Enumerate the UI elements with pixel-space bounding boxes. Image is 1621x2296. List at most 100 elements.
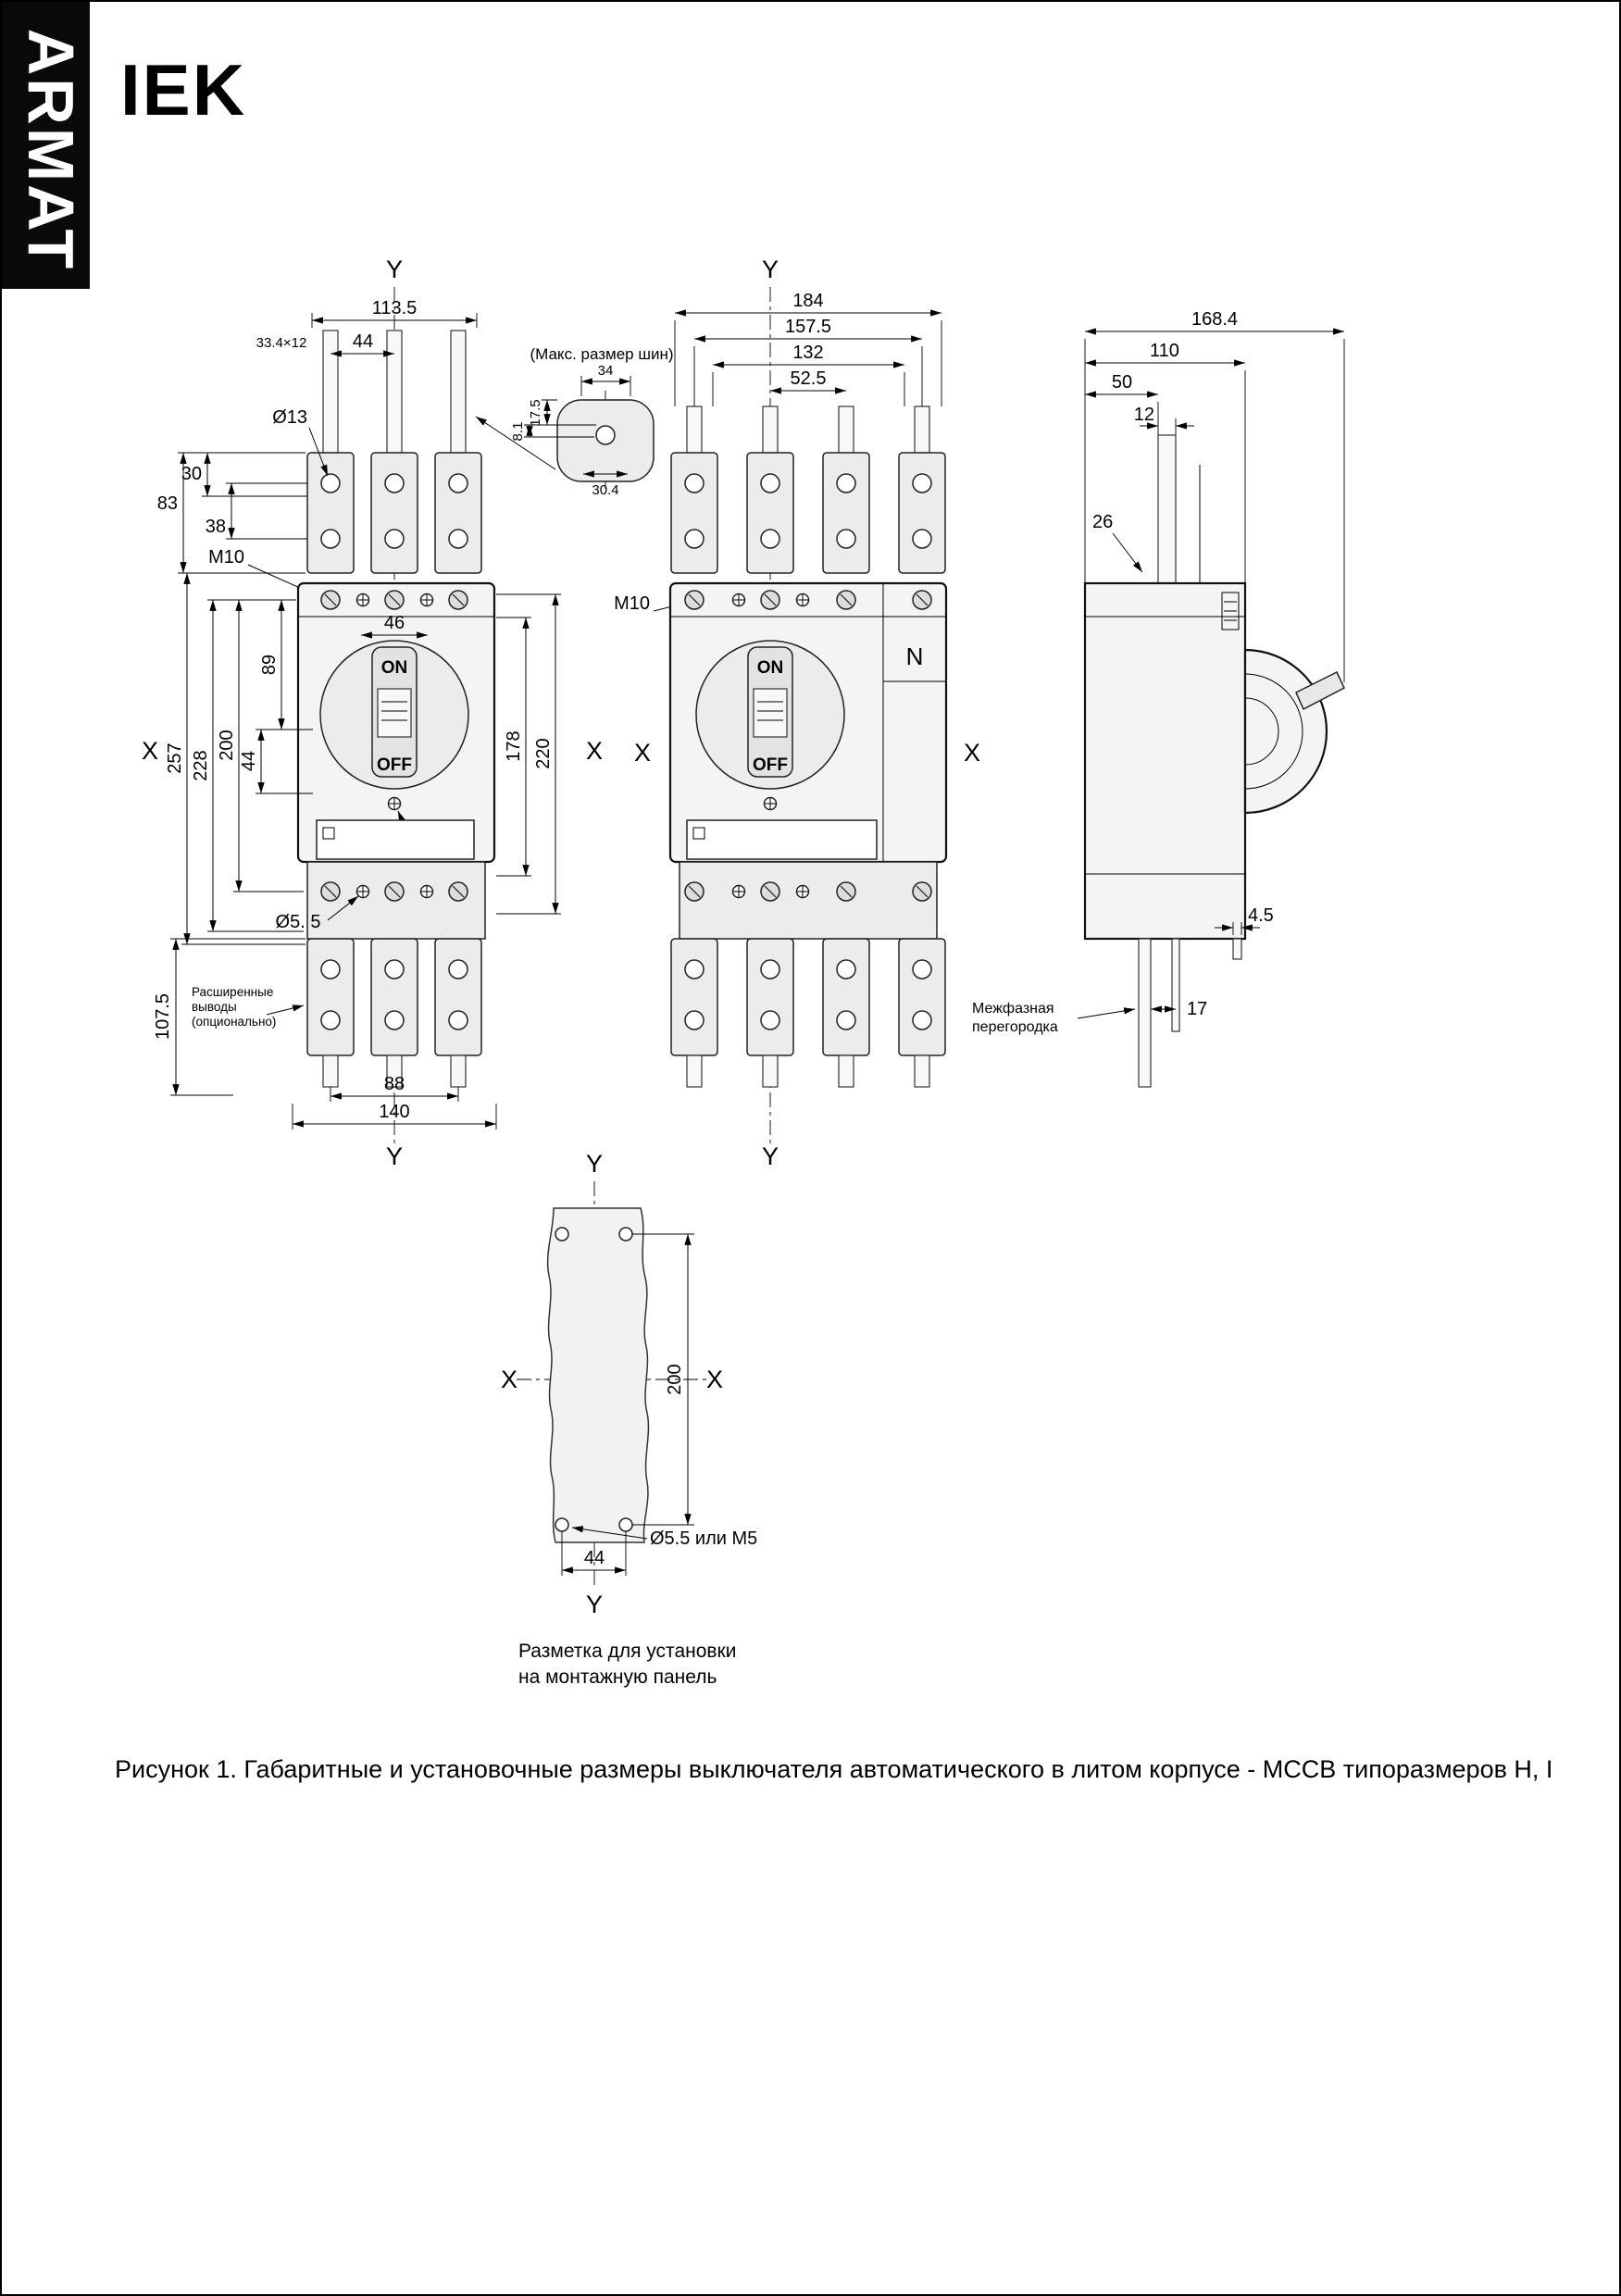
dim-140: 140 [292,1102,497,1129]
off-label: OFF [753,755,788,775]
axis-label-x-left: X [142,737,158,765]
axis-label-y-top: Y [762,256,779,283]
dim-label: 46 [384,613,405,633]
dim-label: 30 [181,464,202,484]
dim-label: 178 [504,730,524,761]
dim-label: 34 [598,363,614,379]
top-busbars [686,406,930,454]
on-label: ON [381,658,408,678]
dim-46: 46 [361,613,428,639]
dim-17: 17 [1151,999,1207,1019]
axis-label-y-top: Y [386,256,403,283]
dims-terminal-left: 83 30 38 M10 [157,452,319,597]
handle-bulge [1243,648,1345,815]
dim-8-1: 8.1 [510,422,594,441]
dim-label: Ø5. 5 [276,912,321,932]
dim-52-5: 52.5 [770,368,846,394]
dim-hole-mount: Ø5.5 или M5 [571,1526,757,1549]
armat-logo-text: ARMAT [15,29,87,272]
dim-label: 83 [157,493,178,514]
dim-label: 200 [217,730,237,760]
top-terminals [670,452,946,574]
dim-label: 113.5 [372,298,418,318]
top-terminal-tab [1157,434,1177,584]
dim-107-5: 107.5 [153,938,305,1096]
adjust-screw [387,796,402,811]
mounting-plate [546,1207,650,1543]
axis-label-x-right: X [706,1366,723,1393]
dim-label: 157.5 [785,317,831,337]
dim-label: 12 [1134,405,1154,425]
dim-200-mount: 200 [632,1233,694,1526]
note-line: (опционально) [192,1015,276,1029]
dim-label: 17.5 [528,399,543,426]
dim-184: 184 [674,291,942,406]
note-line: Расширенные [192,985,273,999]
interphase-partition-plate [1138,938,1152,1088]
dim-label: 140 [379,1102,409,1122]
note-extended-terminals: Расширенные выводы (опционально) [192,985,305,1029]
dim-label: 44 [584,1548,605,1568]
dim-label: Ø13 [272,407,307,428]
dim-label: 30.4 [592,482,618,498]
bottom-terminals [306,938,482,1088]
on-label: ON [757,658,784,678]
label-window-mark [322,827,335,840]
front-view-3pole: Y 113.5 44 33.4×12 Ø13 83 30 38 M10 [142,256,603,1170]
mounting-layout: Y X X 200 44 Ø5.5 или M5 Y Разметка для … [501,1150,757,1688]
front-view-4pole: Y 184 157.5 132 52.5 M10 N [614,256,980,1170]
bottom-terminal-tab [1171,938,1180,1032]
dims-depth: 168.4 110 50 12 [1084,309,1345,682]
axis-label-y-bottom: Y [762,1142,779,1170]
top-busbars [322,330,467,454]
axis-label-y-bottom: Y [386,1142,403,1170]
dim-113-5: 113.5 [311,298,478,328]
label-window [316,819,475,860]
side-view: 168.4 110 50 12 26 4.5 17 [972,309,1345,1088]
axis-label-x-right: X [964,739,980,767]
operating-mechanism: ON OFF [695,640,845,790]
dim-label: 44 [353,331,373,352]
dim-o5-5: Ø5. 5 [276,895,359,932]
dim-label: 38 [206,517,226,537]
bus-size-detail: (Макс. размер шин) 34 17.5 8.1 30.4 [475,345,674,498]
dim-label: 88 [384,1074,405,1094]
brand-banner: ARMAT IEK [2,2,244,289]
dim-30-4: 30.4 [583,470,628,498]
figure-caption: Рисунок 1. Габаритные и установочные раз… [115,1755,1552,1783]
dim-label: 110 [1150,341,1179,361]
note-partition: Межфазная перегородка [972,1001,1136,1035]
note-line: Межфазная [972,1001,1054,1017]
dim-4-5: 4.5 [1215,905,1274,960]
axis-label-x-right: X [586,737,603,765]
toggle-lever-side [1295,670,1345,711]
top-terminals [306,452,482,574]
dim-label-m10: M10 [208,547,244,568]
dim-label: 228 [191,750,211,780]
bottom-terminals [670,938,946,1088]
dim-label: 220 [533,738,554,768]
neutral-label: N [906,643,924,670]
bottom-terminal-block [679,861,938,940]
armat-banner-box [2,2,90,289]
dim-132: 132 [712,343,905,406]
dim-label: 89 [259,655,280,675]
toggle-handle [753,688,788,738]
bus-detail-title: (Макс. размер шин) [530,345,673,363]
mounting-caption-line: на монтажную панель [518,1666,717,1688]
axis-label-x-left: X [634,739,651,767]
mounting-caption-line: Разметка для установки [518,1641,736,1662]
note-line: выводы [192,1000,237,1014]
dim-label-slot: 33.4×12 [256,335,307,351]
adjust-screw [763,796,778,811]
dim-44-mount: 44 [561,1531,627,1576]
dim-label: 52.5 [791,368,827,389]
dim-label: 26 [1092,512,1113,532]
neutral-pole-section: N [882,583,946,862]
dim-label-m10: M10 [614,593,650,614]
dim-label: 44 [239,751,259,771]
axis-label-y-bottom: Y [586,1591,603,1618]
dim-17-5: 17.5 [524,399,596,427]
dim-label: 168.4 [1191,309,1238,330]
